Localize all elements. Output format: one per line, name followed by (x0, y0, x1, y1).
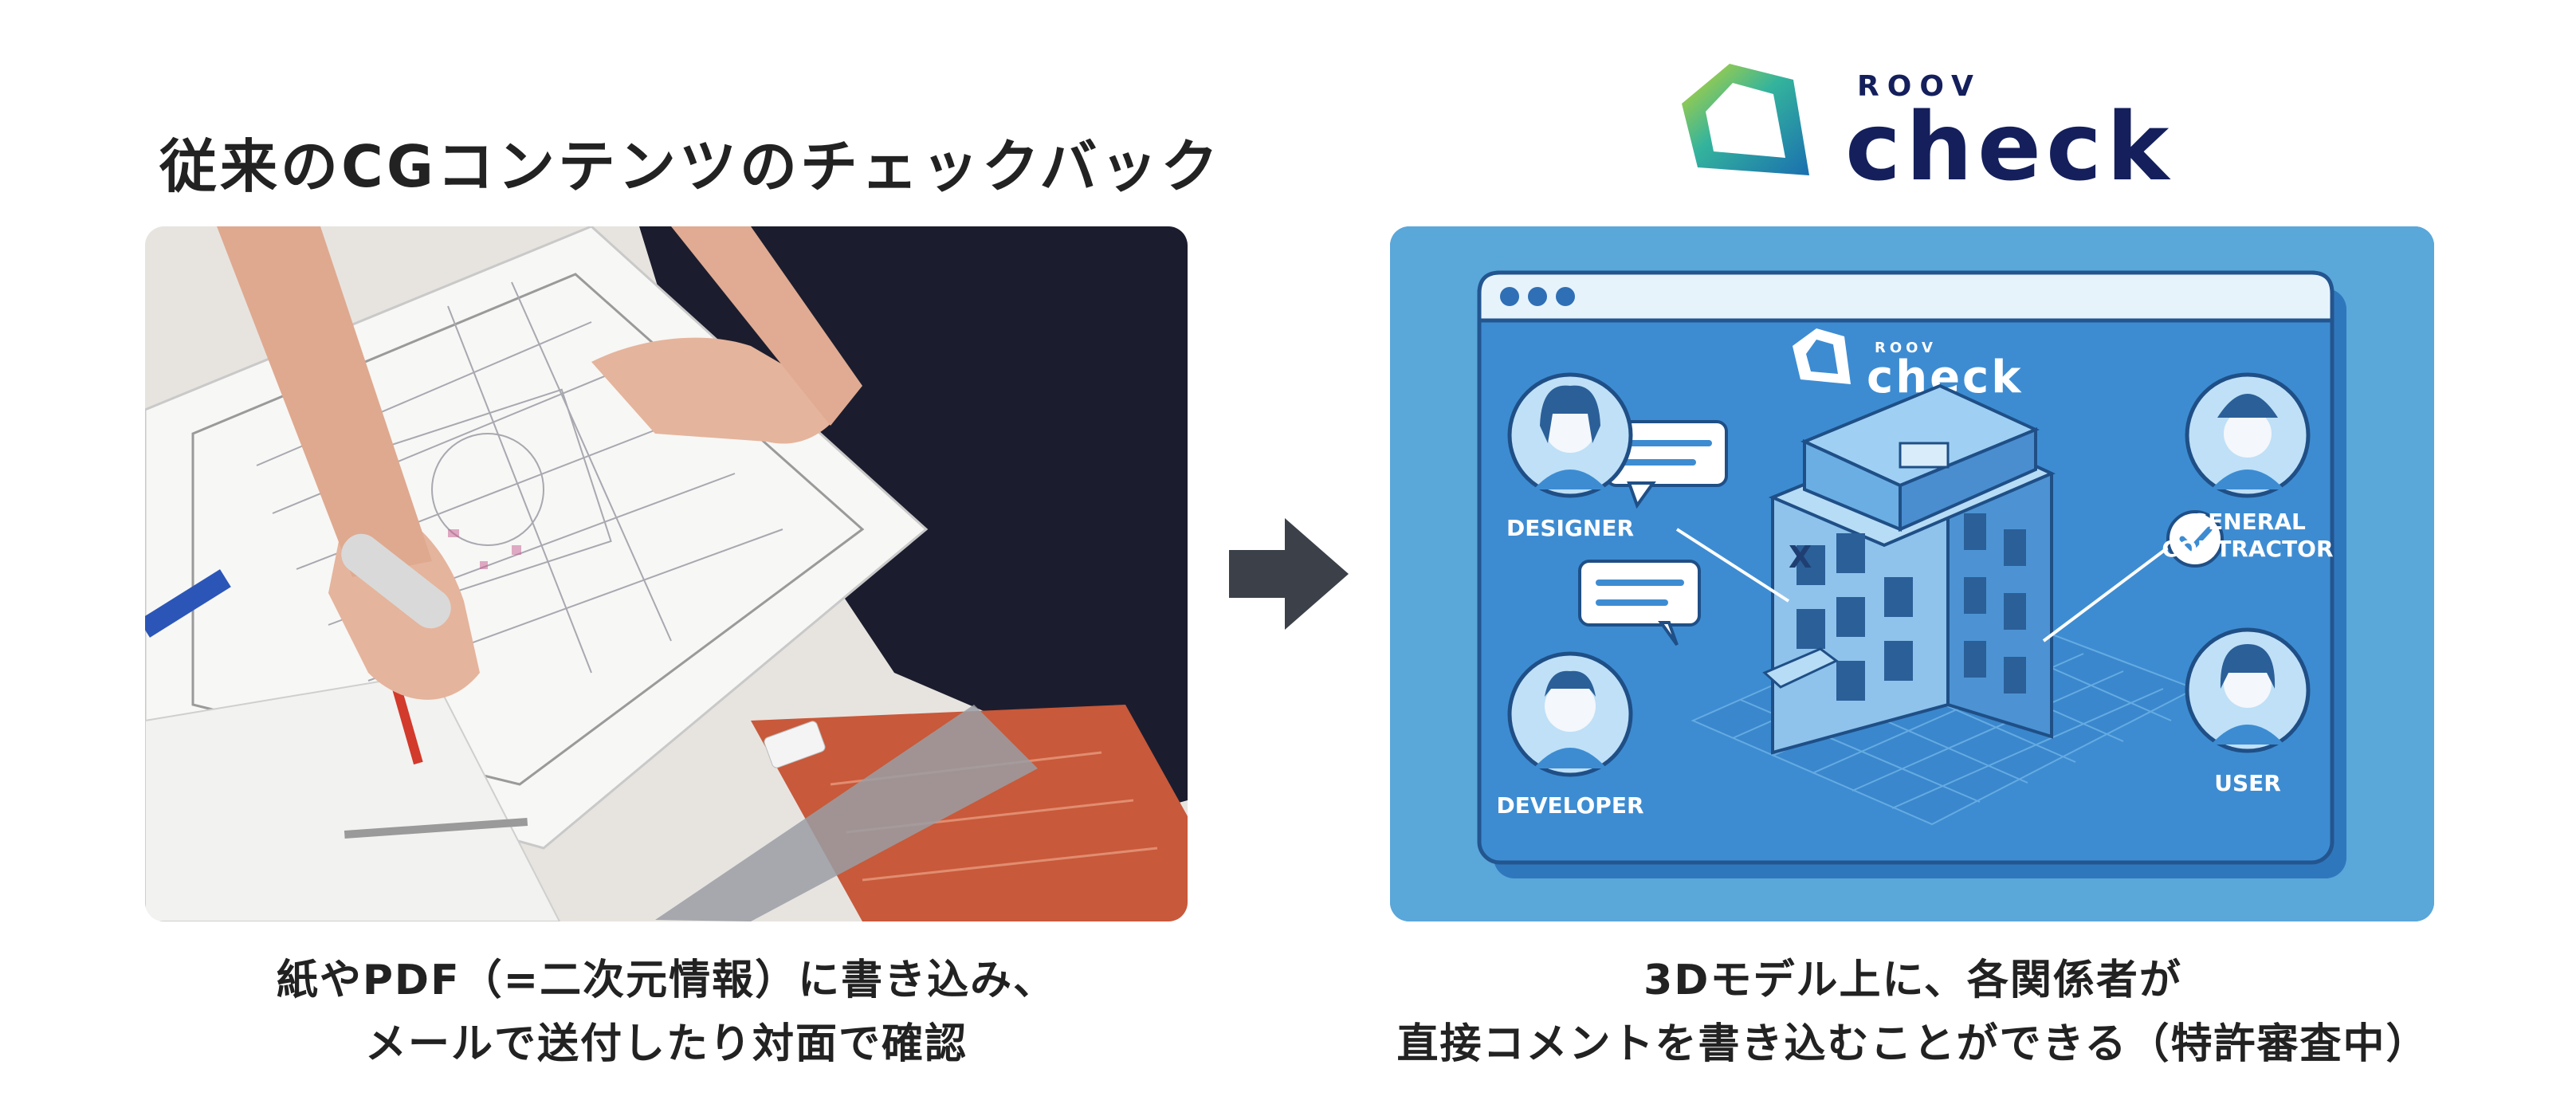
roov-check-illustration: ROOV check (1390, 226, 2434, 921)
window-dot-icon (1500, 287, 1519, 306)
designer-label: DESIGNER (1506, 515, 1634, 541)
right-caption-line2: 直接コメントを書き込むことができる（特許審査中） (1396, 1020, 2429, 1068)
general-contractor-label-2: CONTRACTOR (2162, 536, 2333, 562)
logo-mark-icon (1682, 64, 1809, 175)
building-icon: X (1762, 383, 2056, 755)
left-caption-line1: 紙やPDF（=二次元情報）に書き込み、 (276, 957, 1057, 1004)
logo-small-text: ROOV (1857, 70, 1981, 103)
left-caption: 紙やPDF（=二次元情報）に書き込み、 メールで送付したり対面で確認 (145, 949, 1188, 1076)
inner-logo-small: ROOV (1875, 340, 1937, 356)
comment-bubble-icon (1578, 560, 1701, 646)
developer-label: DEVELOPER (1496, 792, 1643, 819)
left-caption-line2: メールで送付したり対面で確認 (364, 1020, 968, 1068)
developer-avatar-icon (1507, 651, 1633, 777)
general-contractor-avatar-icon (2185, 372, 2311, 498)
logo-large-text: check (1845, 92, 2174, 202)
right-caption: 3Dモデル上に、各関係者が 直接コメントを書き込むことができる（特許審査中） (1387, 949, 2439, 1076)
window-dot-icon (1556, 287, 1575, 306)
designer-avatar-icon (1507, 372, 1633, 498)
left-title: 従来のCGコンテンツのチェックバック (159, 133, 1222, 200)
roov-check-logo: ROOV check (1666, 56, 2176, 207)
svg-text:X: X (1789, 540, 1812, 575)
user-label: USER (2214, 770, 2281, 796)
paper-drawing-photo (145, 226, 1188, 921)
window-dot-icon (1528, 287, 1547, 306)
arrow-right-icon (1229, 518, 1349, 630)
check-circle-icon (2166, 510, 2224, 568)
comment-bubble-icon (1605, 420, 1790, 603)
inner-logo-mark-icon (1793, 328, 1851, 384)
user-avatar-icon (2185, 627, 2311, 753)
general-contractor-label-1: GENERAL (2189, 509, 2306, 535)
right-caption-line1: 3Dモデル上に、各関係者が (1643, 957, 2182, 1004)
